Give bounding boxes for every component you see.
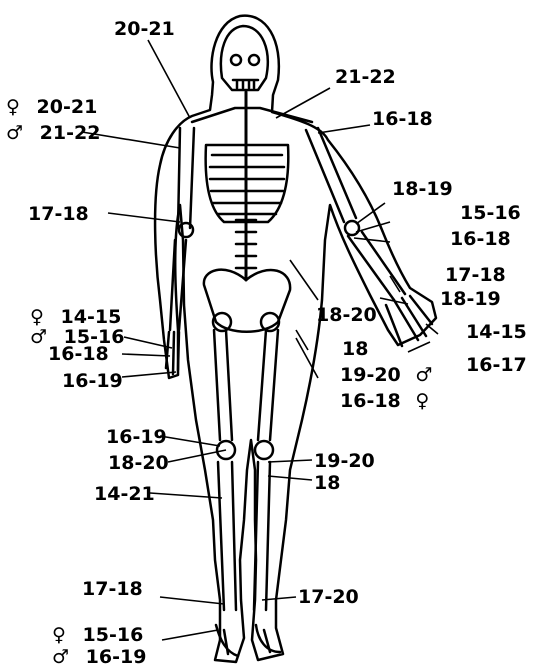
label-shoulder-female-value: 20-21 [37, 96, 98, 118]
label-dist-radius-female: ♀ 14-15 [30, 308, 121, 327]
label-hip-female-value: 16-18 [340, 390, 401, 412]
label-knee-1: 16-19 [106, 428, 167, 447]
label-acromion: 21-22 [335, 68, 396, 87]
label-knee-r1: 19-20 [314, 452, 375, 471]
tibia-left [218, 462, 236, 610]
label-skull: 20-21 [114, 20, 175, 39]
label-elbow-r1: 18-19 [392, 180, 453, 199]
label-knee-2: 18-20 [108, 454, 169, 473]
label-foot-female-value: 15-16 [83, 624, 144, 646]
label-shoulder-male: ♂ 21-22 [6, 124, 100, 143]
label-tibia: 14-21 [94, 485, 155, 504]
male-symbol-icon: ♂ [6, 122, 23, 144]
label-foot-female: ♀ 15-16 [52, 626, 143, 645]
label-hip-2: 18 [342, 340, 368, 359]
label-wrist-1: 17-18 [445, 266, 506, 285]
label-foot-male: ♂ 16-19 [52, 648, 146, 667]
label-ulna-1: 16-18 [48, 345, 109, 364]
label-knee-r2: 18 [314, 474, 340, 493]
label-hip-male: 19-20 ♂ [340, 366, 432, 385]
female-symbol-icon: ♀ [415, 390, 429, 412]
label-ulna-2: 16-19 [62, 372, 123, 391]
label-elbow-r2: 15-16 [460, 204, 521, 223]
female-symbol-icon: ♀ [6, 96, 20, 118]
male-symbol-icon: ♂ [52, 646, 69, 668]
male-symbol-icon: ♂ [30, 326, 47, 348]
male-symbol-icon: ♂ [415, 364, 432, 386]
label-hip-male-value: 19-20 [340, 364, 401, 386]
label-hand-1: 14-15 [466, 323, 527, 342]
femur-right [258, 330, 278, 440]
label-foot-male-value: 16-19 [86, 646, 147, 668]
pelvis [204, 270, 290, 332]
femur-left [214, 330, 232, 440]
label-dist-radius-female-value: 14-15 [61, 306, 122, 328]
label-hand-2: 16-17 [466, 356, 527, 375]
label-ankle-left: 17-18 [82, 580, 143, 599]
female-symbol-icon: ♀ [52, 624, 66, 646]
label-shoulder-male-value: 21-22 [40, 122, 101, 144]
female-symbol-icon: ♀ [30, 306, 44, 328]
label-hip-1: 18-20 [316, 306, 377, 325]
patella-right [255, 441, 273, 459]
label-hip-female: 16-18 ♀ [340, 392, 429, 411]
label-wrist-2: 18-19 [440, 290, 501, 309]
label-elbow-r3: 16-18 [450, 230, 511, 249]
label-clavicle: 16-18 [372, 110, 433, 129]
label-ankle-right: 17-20 [298, 588, 359, 607]
label-elbow-left: 17-18 [28, 205, 89, 224]
label-shoulder-female: ♀ 20-21 [6, 98, 97, 117]
